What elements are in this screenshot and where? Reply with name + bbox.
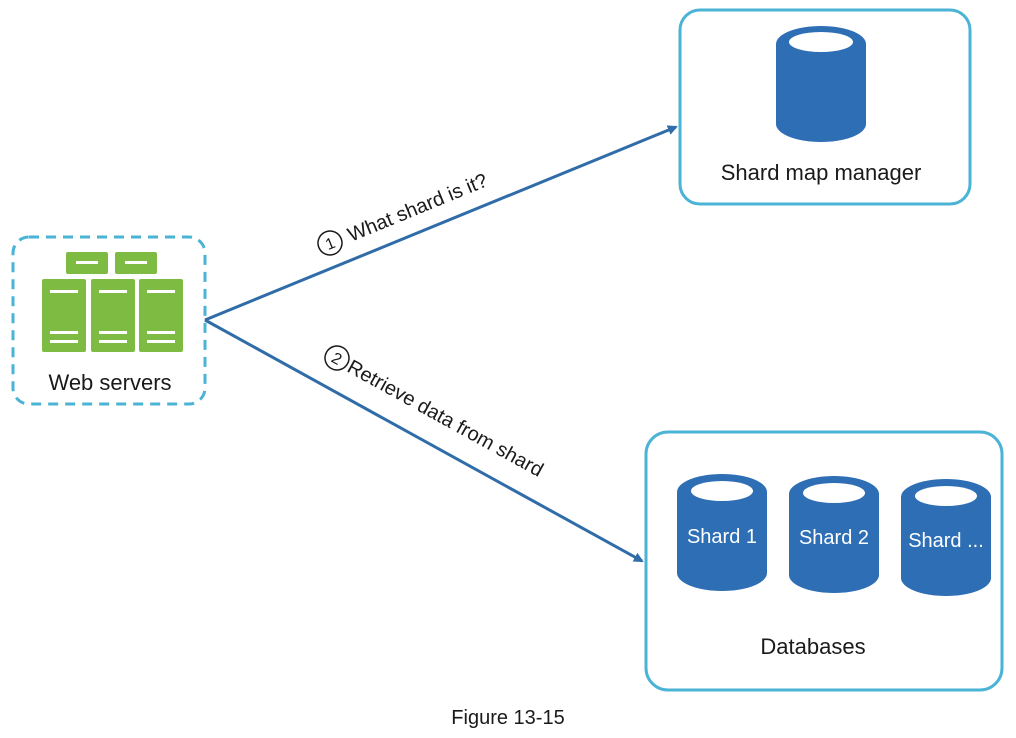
shard-more-cylinder[interactable]: Shard ... — [901, 479, 991, 596]
databases-node[interactable]: Shard 1 Shard 2 Shard ... Databases — [644, 430, 1004, 692]
shard-2-cylinder[interactable]: Shard 2 — [789, 476, 879, 593]
edge-what-shard: 1 What shard is it? — [204, 125, 678, 322]
server-rack-icon — [42, 252, 183, 352]
step-1-label: What shard is it? — [345, 170, 491, 247]
database-icon — [677, 474, 767, 591]
database-icon — [776, 26, 866, 142]
shard-map-manager-node[interactable]: Shard map manager — [678, 8, 972, 206]
shard-map-manager-label: Shard map manager — [721, 160, 922, 185]
step-1-number: 1 — [323, 235, 338, 254]
figure-caption: Figure 13-15 — [451, 707, 564, 729]
cylinder-top — [691, 481, 753, 501]
step-2-label: Retrieve data from shard — [343, 356, 546, 482]
database-icon — [901, 479, 991, 596]
web-servers-node[interactable]: Web servers — [11, 235, 207, 406]
arrow-to-shard-map-manager — [204, 125, 678, 322]
edge-retrieve-data: 2 Retrieve data from shard — [204, 318, 644, 563]
web-servers-label: Web servers — [48, 370, 171, 395]
arrow-to-databases — [204, 318, 644, 563]
step-1-circle — [317, 230, 343, 256]
shard-1-cylinder[interactable]: Shard 1 — [677, 474, 767, 591]
cylinder-top — [915, 486, 977, 506]
database-icon — [789, 476, 879, 593]
step-2-number: 2 — [328, 350, 344, 369]
web-servers-box — [11, 235, 207, 406]
databases-label: Databases — [760, 634, 865, 659]
step-2-circle — [324, 345, 350, 371]
shard-label: Shard 2 — [799, 527, 869, 549]
shard-label: Shard 1 — [687, 526, 757, 548]
cylinder-top — [803, 483, 865, 503]
shard-label: Shard ... — [908, 530, 984, 552]
